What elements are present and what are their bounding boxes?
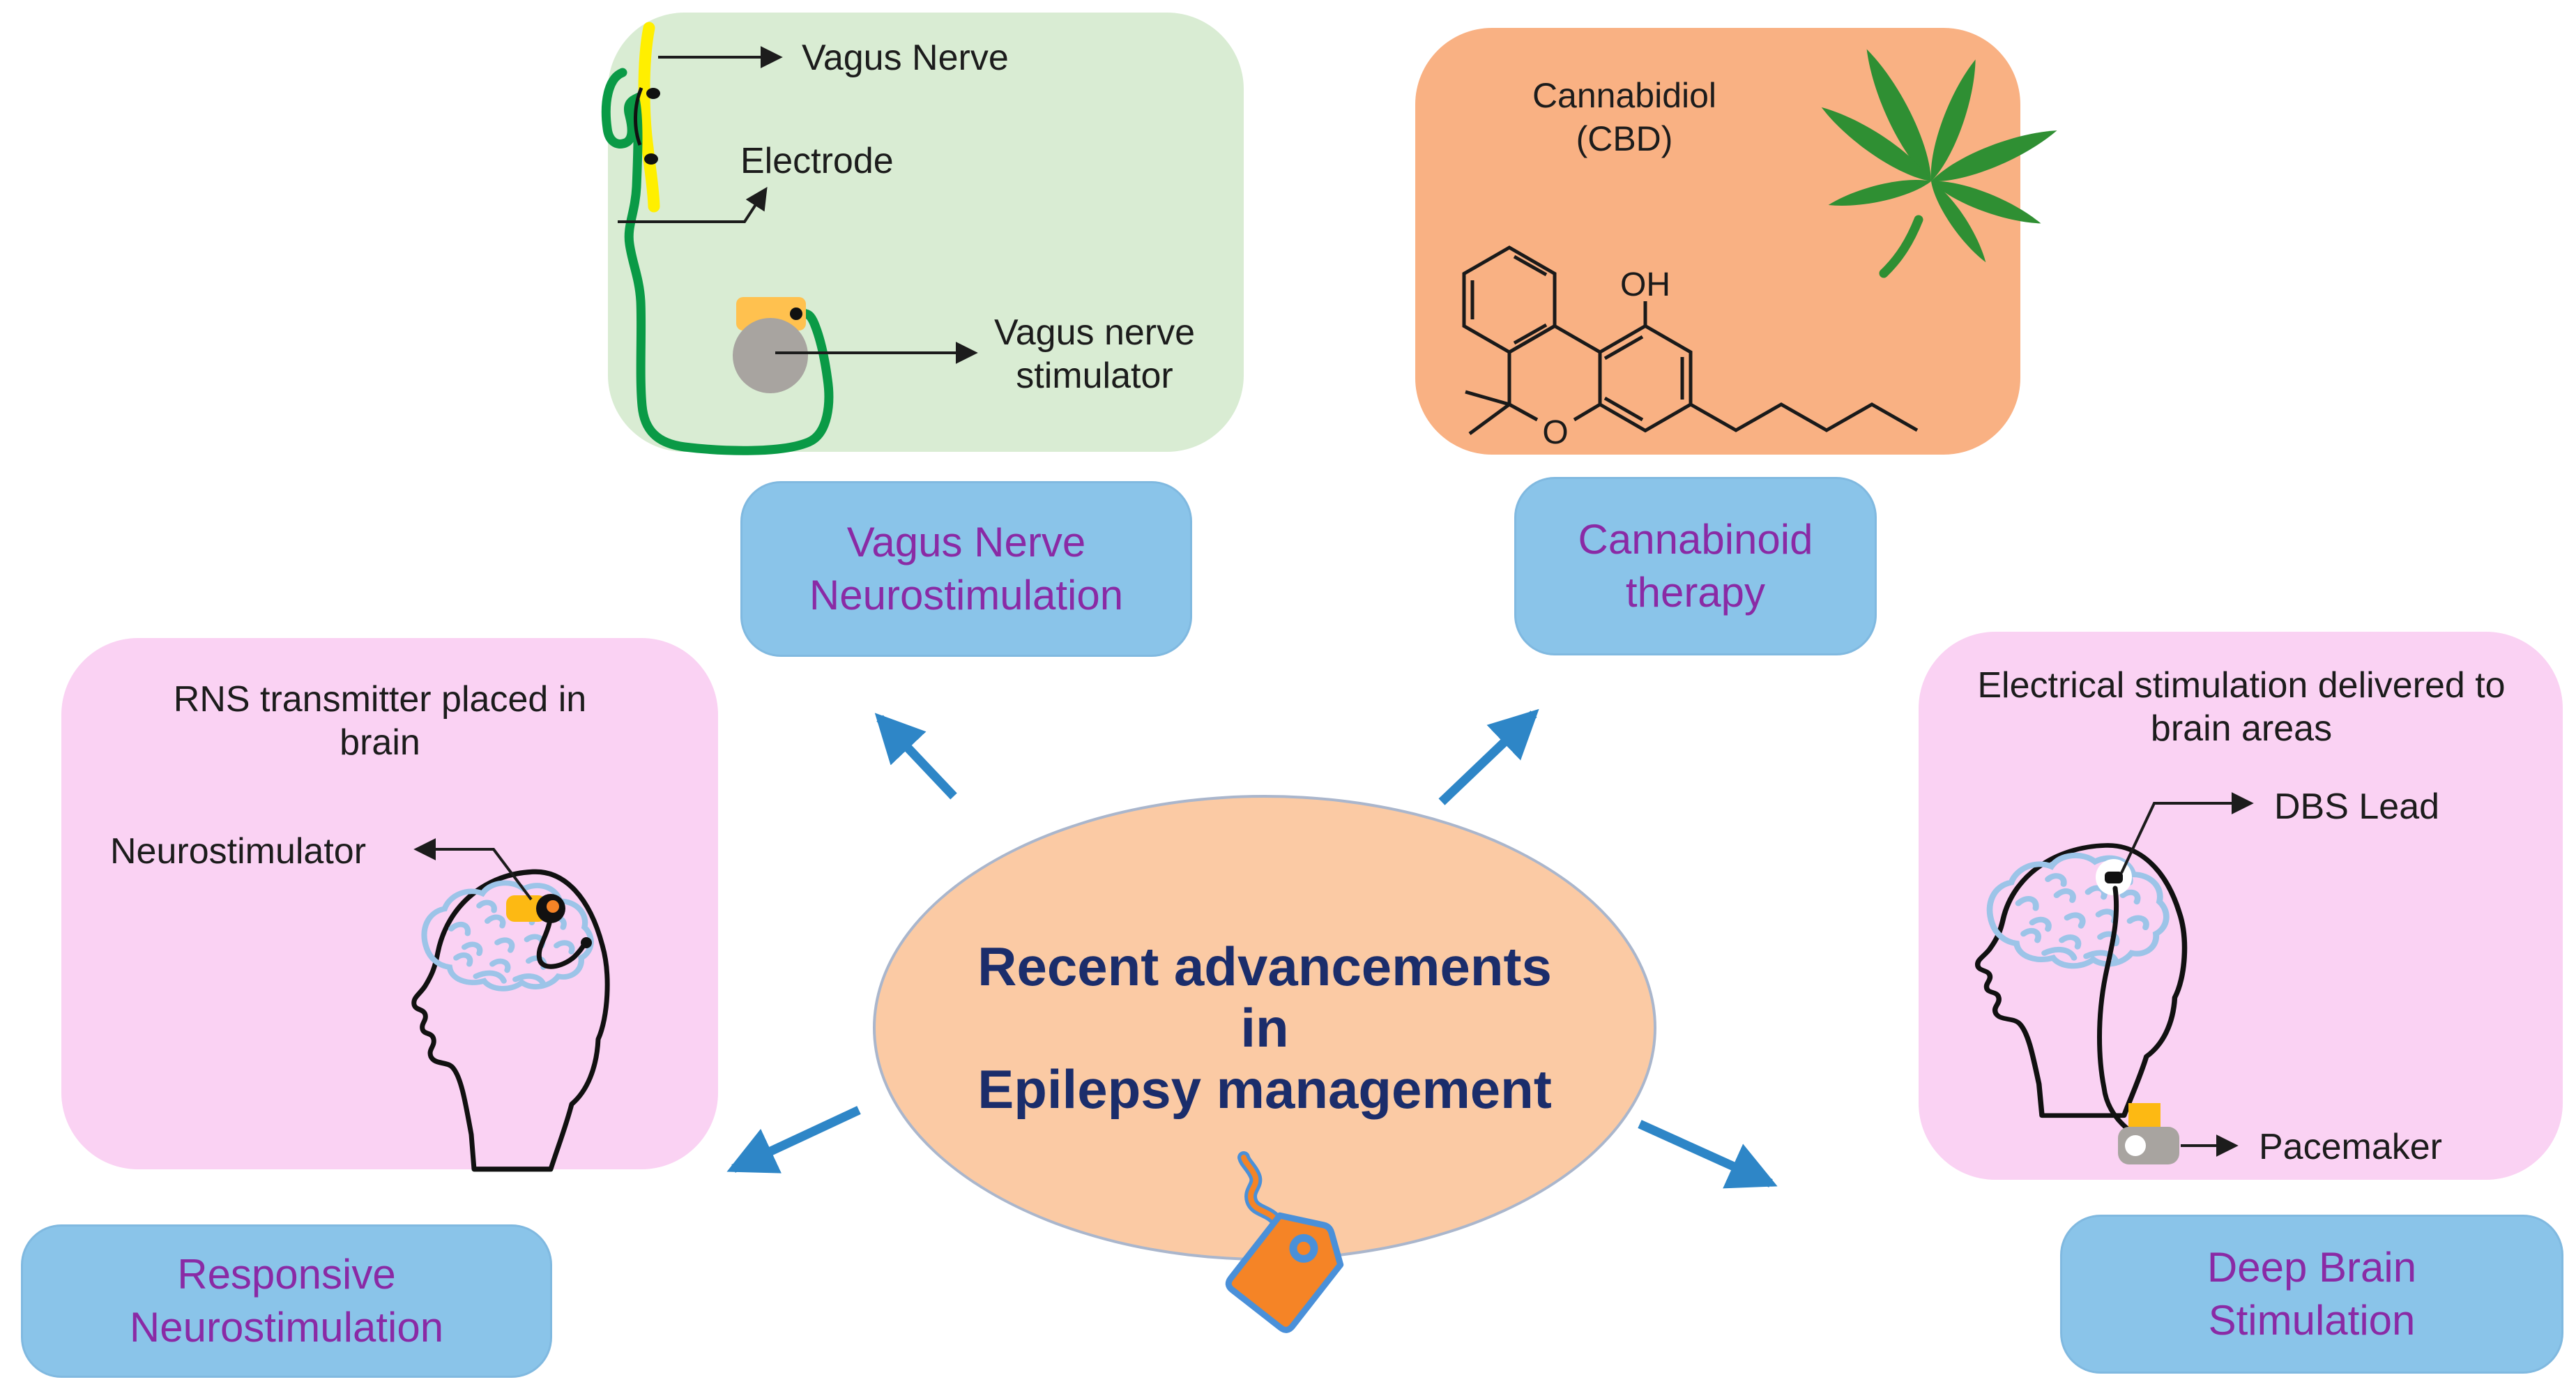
catbox-dbs-line1: Deep Brain <box>2207 1244 2417 1291</box>
dbs-lead-electrode <box>2105 872 2123 883</box>
electrode-label: Electrode <box>740 141 894 181</box>
catbox-cbd-line1: Cannabinoid <box>1578 516 1813 563</box>
stimulator-wire <box>601 68 834 455</box>
neurostimulator-pointer-arrow <box>413 838 533 901</box>
vagus-nerve-panel <box>608 13 1244 452</box>
arrow-to-deep-brain <box>1638 1120 1778 1189</box>
arrow-to-cannabinoid <box>1438 708 1539 805</box>
connector-port-dot <box>790 307 802 320</box>
dbs-lead-label: DBS Lead <box>2274 787 2440 827</box>
catbox-vns-line1: Vagus Nerve <box>846 519 1086 565</box>
rns-transmitter-dot <box>547 900 559 913</box>
stimulator-label-line1: Vagus nerve <box>993 312 1196 353</box>
rns-panel <box>61 638 718 1169</box>
category-box-responsive-neurostimulation: Responsive Neurostimulation <box>21 1224 552 1378</box>
cannabidiol-title-line2: (CBD) <box>1576 119 1673 158</box>
price-tag-icon <box>1225 1151 1344 1333</box>
rns-lead-tip <box>581 937 592 948</box>
dbs-title-line1: Electrical stimulation delivered to <box>1977 665 2506 706</box>
arrow-to-responsive <box>726 1106 861 1174</box>
central-topic-ellipse: Recent advancements in Epilepsy manageme… <box>873 795 1656 1261</box>
vagus-nerve-line <box>638 22 660 213</box>
central-title-line1: Recent advancements <box>977 936 1552 997</box>
vagus-nerve-label: Vagus Nerve <box>802 38 1009 78</box>
stimulator-label-line2: stimulator <box>1016 356 1173 396</box>
electrode-contact-lower <box>644 153 658 165</box>
dbs-head-illustration <box>1978 792 2254 1164</box>
rns-head-illustration <box>413 838 607 1169</box>
category-box-deep-brain-stimulation: Deep Brain Stimulation <box>2060 1215 2563 1374</box>
rns-title-line1: RNS transmitter placed in <box>173 679 587 720</box>
catbox-cbd-line2: therapy <box>1625 569 1766 616</box>
oxygen-label: O <box>1542 414 1568 451</box>
pacemaker-window <box>2125 1135 2146 1156</box>
central-title-line3: Epilepsy management <box>977 1058 1552 1120</box>
rns-title-line2: brain <box>340 722 420 763</box>
catbox-rns-line2: Neurostimulation <box>129 1304 444 1351</box>
rns-lead-wire <box>536 920 587 969</box>
cbd-molecule: OH O <box>1462 245 1919 451</box>
category-box-vagus-nerve-neurostimulation: Vagus Nerve Neurostimulation <box>740 481 1192 657</box>
arrow-to-vns <box>874 713 957 800</box>
electrode-cuff <box>634 87 643 146</box>
pacemaker-connector <box>2128 1103 2160 1131</box>
cannabidiol-title-line1: Cannabidiol <box>1532 76 1717 115</box>
dbs-extension-wire <box>2097 886 2135 1135</box>
dbs-panel <box>1919 632 2563 1180</box>
rns-transmitter-body <box>506 895 547 922</box>
dbs-title-line2: brain areas <box>2150 708 2333 749</box>
catbox-vns-line2: Neurostimulation <box>809 572 1124 618</box>
electrode-pointer-arrow <box>618 186 768 223</box>
catbox-rns-line1: Responsive <box>177 1251 396 1298</box>
category-box-cannabinoid-therapy: Cannabinoid therapy <box>1514 477 1877 655</box>
stimulator-body <box>733 318 808 393</box>
cannabis-leaf-icon <box>1815 44 2061 278</box>
vagus-nerve-illustration <box>601 22 978 455</box>
electrode-contact-upper <box>646 88 660 99</box>
cannabinoid-panel <box>1415 28 2020 455</box>
dbs-lead-pointer-arrow <box>2120 792 2254 874</box>
catbox-dbs-line2: Stimulation <box>2208 1297 2416 1344</box>
pacemaker-label: Pacemaker <box>2259 1127 2442 1167</box>
central-title-line2: in <box>1240 997 1289 1058</box>
neurostimulator-label: Neurostimulator <box>110 831 367 872</box>
radiating-arrows <box>726 708 1778 1189</box>
hydroxyl-label: OH <box>1620 266 1670 303</box>
